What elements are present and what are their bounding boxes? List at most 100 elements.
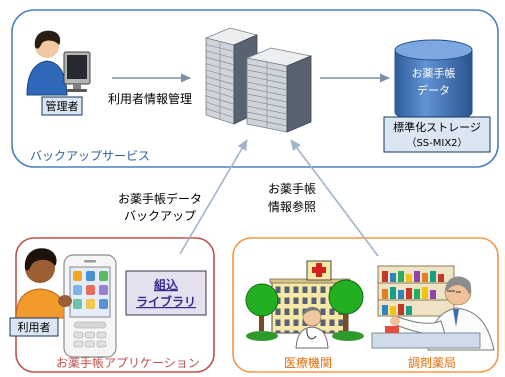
medicine-bottle bbox=[406, 274, 412, 282]
doctor-body bbox=[295, 326, 329, 349]
server-slot-line bbox=[205, 76, 235, 85]
tree-trunk bbox=[259, 308, 264, 334]
backup-flow-label-line1: お薬手帳データ bbox=[118, 191, 202, 206]
medicine-bottle bbox=[406, 288, 412, 299]
phone-key bbox=[96, 331, 107, 339]
user-label: 利用者 bbox=[18, 321, 51, 334]
app-icon bbox=[99, 285, 108, 295]
pharmacy-counter bbox=[371, 332, 481, 349]
pharmacist-tie bbox=[453, 309, 459, 327]
medicine-bottle bbox=[414, 271, 420, 282]
administrator-icon bbox=[26, 30, 91, 96]
user-label-box bbox=[9, 317, 59, 337]
library-label-line2: ライブラリ bbox=[136, 294, 196, 309]
phone-key bbox=[73, 331, 84, 339]
user-management-label: 利用者情報管理 bbox=[108, 91, 192, 106]
backup-service-label: バックアップサービス bbox=[30, 149, 150, 163]
monitor-stand bbox=[73, 84, 81, 89]
server-slot-line bbox=[246, 111, 288, 121]
storage-label-line1: 標準化ストレージ bbox=[393, 120, 481, 134]
shrub bbox=[332, 331, 364, 341]
user-hair bbox=[24, 248, 57, 271]
app-icon bbox=[86, 271, 95, 281]
medicine-bottle bbox=[406, 306, 412, 315]
pharmacist-hair bbox=[445, 276, 472, 295]
server-b-side bbox=[286, 55, 312, 133]
server-slot-line bbox=[246, 75, 288, 85]
medicine-bottle bbox=[398, 271, 404, 282]
reference-flow-label-line1: お薬手帳 bbox=[268, 182, 316, 196]
server-slot-line bbox=[246, 81, 288, 91]
server-slot-line bbox=[205, 50, 235, 59]
hospital-label: 医療機関 bbox=[284, 355, 332, 370]
server-slot-line bbox=[205, 88, 235, 99]
server-slot-line bbox=[246, 63, 288, 73]
database-icon bbox=[394, 39, 473, 123]
app-icon bbox=[73, 299, 82, 309]
red-cross-horizontal bbox=[312, 267, 326, 273]
server-a-slots bbox=[205, 44, 235, 118]
phone-key bbox=[73, 340, 84, 348]
server-icon bbox=[204, 27, 313, 133]
reference-flow-arrow bbox=[290, 139, 379, 257]
administrator-label: 管理者 bbox=[46, 99, 79, 113]
medicine-box bbox=[385, 326, 399, 333]
medicine-bottle bbox=[390, 306, 396, 315]
server-slot-line bbox=[205, 108, 235, 118]
tree bbox=[328, 279, 364, 315]
app-icon bbox=[86, 285, 95, 295]
tree bbox=[245, 283, 279, 317]
medicine-bottle bbox=[422, 287, 428, 299]
medicine-bottle bbox=[390, 287, 396, 299]
administrator-hair bbox=[34, 30, 61, 49]
server-slot-line bbox=[246, 93, 288, 103]
medicine-bottle bbox=[382, 305, 388, 315]
user-person-icon bbox=[15, 248, 68, 319]
server-slot-line bbox=[246, 105, 288, 115]
doctor-hair bbox=[302, 306, 321, 316]
medicine-bottle bbox=[438, 274, 444, 282]
database-label-line2: データ bbox=[417, 83, 450, 97]
phone-key bbox=[85, 340, 95, 348]
storage-label-line2: （SS-MIX2） bbox=[406, 137, 467, 149]
server-slot-line bbox=[246, 69, 288, 79]
phone-key bbox=[96, 340, 107, 348]
app-icon bbox=[99, 299, 108, 309]
medicine-bottle bbox=[382, 289, 388, 299]
server-slot-line bbox=[205, 56, 235, 66]
medicine-bottle bbox=[430, 290, 436, 299]
app-icon bbox=[73, 285, 82, 295]
server-slot-line bbox=[205, 44, 235, 52]
server-slot-line bbox=[246, 99, 288, 109]
server-slot-line bbox=[246, 87, 288, 97]
server-slot-line bbox=[205, 101, 235, 112]
server-slot-line bbox=[205, 82, 235, 92]
library-label-line1: 組込 bbox=[154, 277, 178, 292]
phone-key bbox=[85, 331, 95, 339]
database-top bbox=[394, 39, 473, 61]
pharmacist-glasses bbox=[447, 290, 461, 293]
app-icon bbox=[73, 271, 82, 281]
medicine-bottle bbox=[430, 271, 436, 282]
reference-flow-label-line2: 情報参照 bbox=[268, 199, 316, 214]
server-slot-line bbox=[246, 117, 288, 127]
user-hand bbox=[58, 295, 72, 307]
app-icon bbox=[86, 299, 95, 309]
medicine-bottle bbox=[414, 289, 420, 299]
server-slot-line bbox=[205, 63, 235, 72]
database-label-line1: お薬手帳 bbox=[412, 66, 456, 80]
app-icon bbox=[99, 271, 108, 281]
shrub bbox=[246, 331, 278, 341]
medicine-bottle bbox=[398, 290, 404, 299]
hospital-icon bbox=[245, 260, 364, 349]
monitor-screen bbox=[67, 55, 87, 79]
phone-nav-key bbox=[73, 321, 107, 329]
server-b-slots bbox=[246, 63, 288, 127]
pharmacist-hand bbox=[390, 316, 400, 326]
pharmacy-label: 調剤薬局 bbox=[408, 355, 456, 370]
storage-label-box bbox=[383, 116, 491, 153]
application-label: お薬手帳アプリケーション bbox=[56, 356, 200, 370]
server-slot-line bbox=[205, 69, 235, 79]
library-box bbox=[125, 270, 207, 316]
